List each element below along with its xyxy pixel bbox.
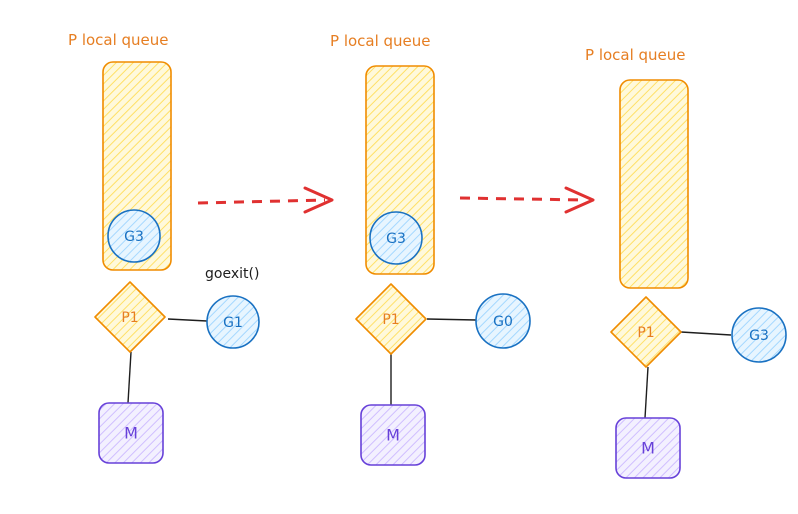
processor: P1 xyxy=(610,296,682,368)
queued-goroutine-label: G3 xyxy=(386,231,406,247)
running-goroutine-label: G3 xyxy=(749,328,769,344)
machine-label: M xyxy=(124,424,138,443)
processor-label: P1 xyxy=(121,310,138,326)
processor: P1 xyxy=(94,281,166,353)
transition-arrow-2 xyxy=(459,186,595,214)
machine: M xyxy=(98,402,164,464)
local-queue xyxy=(619,79,689,289)
queue-title: P local queue xyxy=(585,46,686,64)
queue-title: P local queue xyxy=(68,31,169,49)
p-to-g-edge xyxy=(680,331,732,336)
p-to-m-edge xyxy=(644,366,649,419)
panel-2: P local queue G3 P1 G0 M xyxy=(330,32,531,466)
running-goroutine-label: G0 xyxy=(493,314,513,330)
transition-arrow-1 xyxy=(197,186,334,214)
p-to-g-edge xyxy=(426,318,477,321)
goexit-annotation: goexit() xyxy=(205,266,259,282)
queue-title: P local queue xyxy=(330,32,431,50)
queued-goroutine: G3 xyxy=(107,209,161,263)
p-to-g-edge xyxy=(167,318,208,322)
queued-goroutine-label: G3 xyxy=(124,229,144,245)
processor: P1 xyxy=(355,283,427,355)
processor-label: P1 xyxy=(637,325,654,341)
machine-label: M xyxy=(641,439,655,458)
machine: M xyxy=(360,404,426,466)
running-goroutine: G1 xyxy=(206,295,260,349)
running-goroutine: G0 xyxy=(475,293,531,349)
p-to-m-edge xyxy=(127,351,132,404)
machine: M xyxy=(615,417,681,479)
running-goroutine-label: G1 xyxy=(223,315,243,331)
panel-3: P local queue P1 G3 M xyxy=(585,46,787,479)
processor-label: P1 xyxy=(382,312,399,328)
running-goroutine: G3 xyxy=(731,307,787,363)
machine-label: M xyxy=(386,426,400,445)
queued-goroutine: G3 xyxy=(369,211,423,265)
panel-1: P local queue G3 P1 G1 goexit() M xyxy=(68,31,260,464)
